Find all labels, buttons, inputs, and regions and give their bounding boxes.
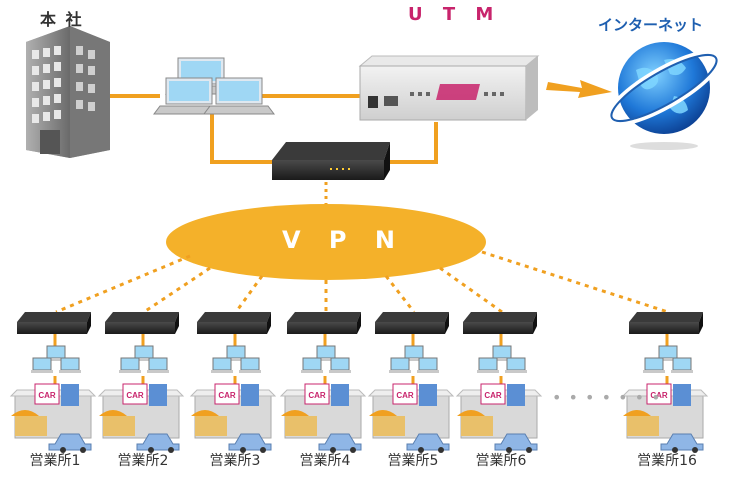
utm-appliance-icon [358, 55, 540, 121]
vpn-branch-links [55, 250, 669, 314]
branch-office-5: CAR [367, 312, 455, 453]
shop-sign-text: CAR [308, 391, 326, 400]
car-icon [494, 433, 538, 453]
branch-router-icon [463, 312, 537, 334]
branch-office-1: CAR [9, 312, 97, 453]
office-label-16: 営業所16 [637, 453, 697, 469]
office-label-6: 営業所6 [475, 453, 527, 469]
hq-label: 本 社 [40, 10, 84, 29]
branch-pcs-icon [477, 345, 527, 373]
ellipsis-indicator: • • • • • • • [552, 388, 662, 407]
branch-router-icon [197, 312, 271, 334]
branch-office-2: CAR [97, 312, 185, 453]
vpn-cloud [166, 204, 486, 280]
car-rental-shop-icon: CAR [455, 383, 543, 439]
shop-sign-text: CAR [396, 391, 414, 400]
branch-pcs-icon [211, 345, 261, 373]
car-icon [136, 433, 180, 453]
car-rental-shop-icon: CAR [189, 383, 277, 439]
office-label-2: 営業所2 [117, 453, 169, 469]
branch-office-3: CAR [189, 312, 277, 453]
branch-router-icon [375, 312, 449, 334]
shop-sign-text: CAR [218, 391, 236, 400]
office-label-1: 営業所1 [29, 453, 81, 469]
shop-sign-text: CAR [484, 391, 502, 400]
branch-pcs-icon [643, 345, 693, 373]
shop-sign-text: CAR [650, 391, 668, 400]
hq-router-icon [272, 142, 390, 180]
internet-label: インターネット [598, 16, 704, 34]
branch-router-icon [105, 312, 179, 334]
office-label-4: 営業所4 [299, 453, 351, 469]
branch-pcs-icon [389, 345, 439, 373]
shop-sign-text: CAR [38, 391, 56, 400]
branch-pcs-icon [301, 345, 351, 373]
branch-router-icon [287, 312, 361, 334]
vpn-label: V P N [282, 226, 405, 254]
branch-offices: CAR CAR CAR CAR CAR CAR CAR [9, 312, 709, 453]
hq-building-icon [26, 26, 110, 158]
branch-pcs-icon [119, 345, 169, 373]
hq-laptops-icon [153, 57, 275, 115]
lightning-connection-icon [546, 80, 612, 98]
car-icon [660, 433, 704, 453]
car-icon [48, 433, 92, 453]
shop-sign-text: CAR [126, 391, 144, 400]
internet-globe-icon [605, 42, 723, 150]
car-rental-shop-icon: CAR [367, 383, 455, 439]
hq-wiring [110, 94, 438, 164]
branch-pcs-icon [31, 345, 81, 373]
car-icon [406, 433, 450, 453]
office-label-3: 営業所3 [209, 453, 261, 469]
branch-router-icon [17, 312, 91, 334]
utm-label: U T M [408, 4, 501, 25]
car-icon [318, 433, 362, 453]
car-rental-shop-icon: CAR [9, 383, 97, 439]
branch-office-4: CAR [279, 312, 367, 453]
car-icon [228, 433, 272, 453]
branch-office-6: CAR [455, 312, 543, 453]
branch-router-icon [629, 312, 703, 334]
car-rental-shop-icon: CAR [621, 383, 709, 439]
car-rental-shop-icon: CAR [279, 383, 367, 439]
office-label-5: 営業所5 [387, 453, 439, 469]
branch-office-7: CAR [621, 312, 709, 453]
car-rental-shop-icon: CAR [97, 383, 185, 439]
